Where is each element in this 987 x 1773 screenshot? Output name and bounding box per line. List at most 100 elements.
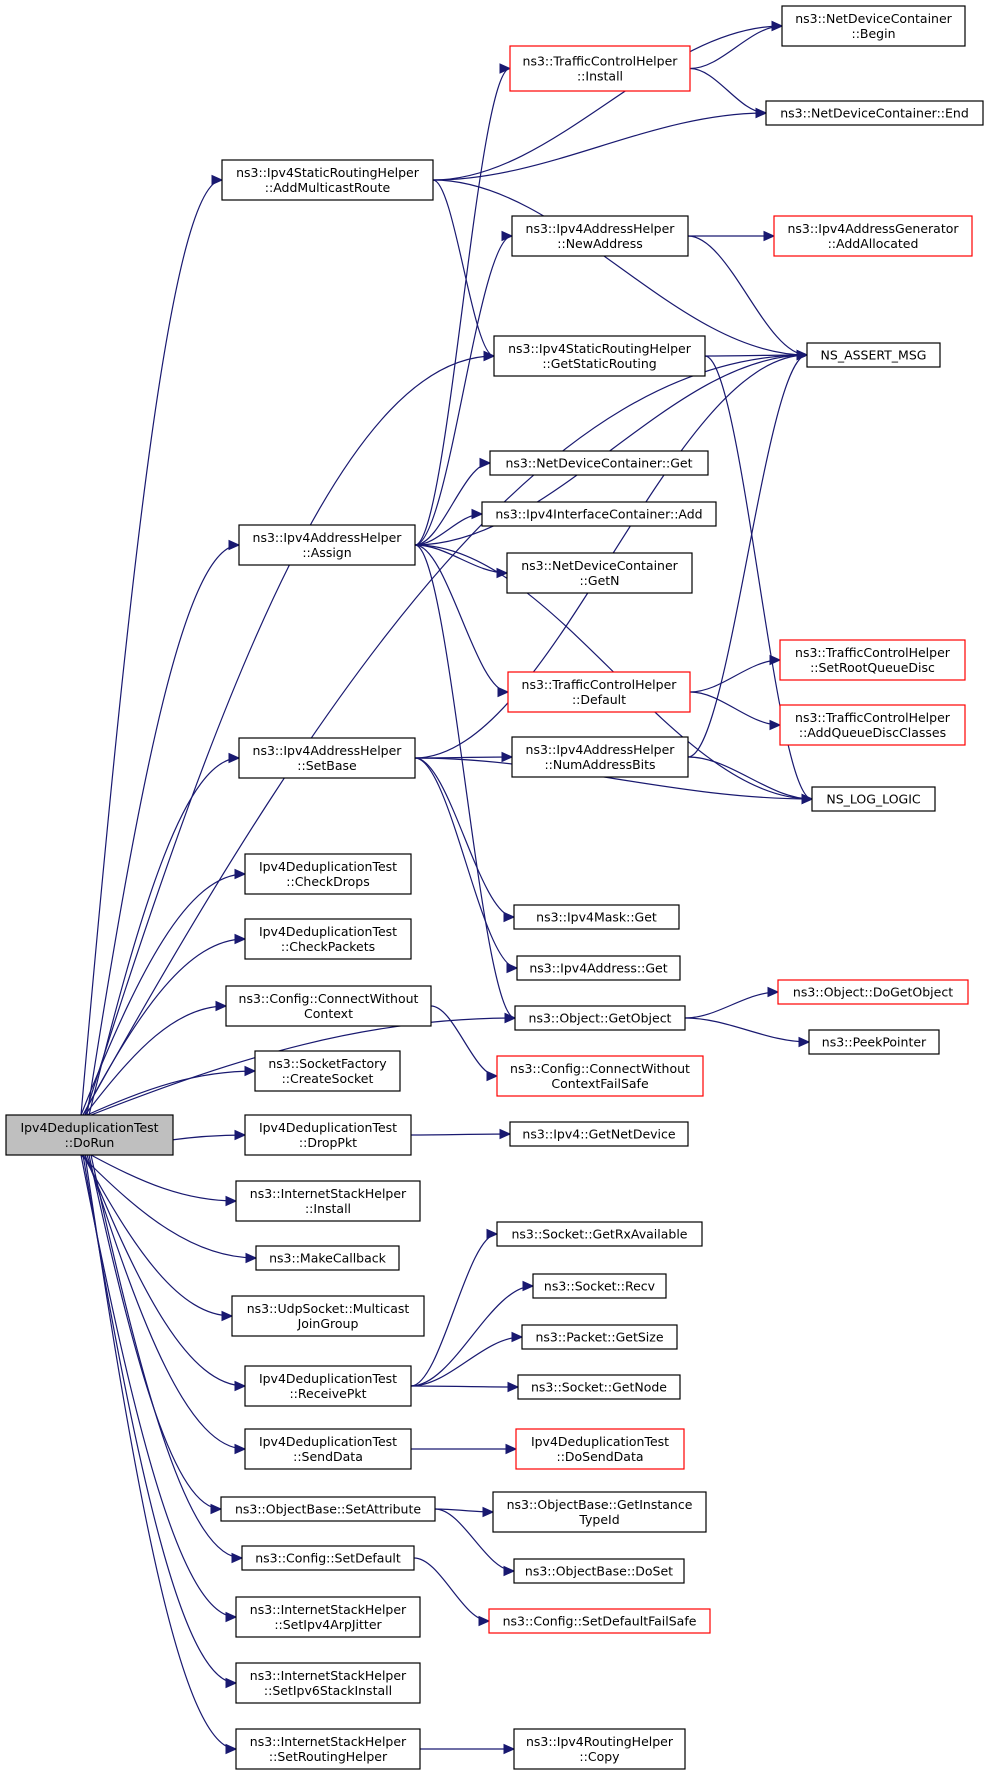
node-label-getrxavail-line-0: ns3::Socket::GetRxAvailable: [511, 1227, 687, 1242]
node-ndc_begin[interactable]: ns3::NetDeviceContainer::Begin: [781, 5, 966, 47]
call-edge-root-to-add_mcast: [80, 179, 223, 1116]
node-label-setdefaultfs-line-0: ns3::Config::SetDefaultFailSafe: [503, 1614, 697, 1629]
call-edge-root-to-setbase: [88, 757, 240, 1116]
node-label-connwoctx-line-1: Context: [304, 1006, 353, 1021]
node-getobject[interactable]: ns3::Object::GetObject: [514, 1005, 686, 1031]
node-box-assert: [806, 342, 941, 368]
node-setbase[interactable]: ns3::Ipv4AddressHelper::SetBase: [238, 737, 416, 779]
arrowhead-root-to-ish_install: [225, 1195, 238, 1207]
node-label-ndc_get-line-0: ns3::NetDeviceContainer::Get: [505, 456, 692, 471]
node-label-arpjitter-line-1: ::SetIpv4ArpJitter: [274, 1617, 382, 1632]
node-addallocated[interactable]: ns3::Ipv4AddressGenerator::AddAllocated: [773, 215, 973, 257]
arrowhead-setbase-to-addr_get: [506, 962, 519, 974]
node-getstatic[interactable]: ns3::Ipv4StaticRoutingHelper::GetStaticR…: [493, 335, 706, 377]
node-getnetdevice[interactable]: ns3::Ipv4::GetNetDevice: [509, 1121, 689, 1147]
node-box-connwoctx: [225, 985, 432, 1027]
node-dogetobject[interactable]: ns3::Object::DoGetObject: [777, 979, 969, 1005]
arrowhead-root-to-setbase: [228, 752, 241, 764]
call-edge-root-to-connwoctx: [84, 1005, 227, 1116]
node-arpjitter[interactable]: ns3::InternetStackHelper::SetIpv4ArpJitt…: [235, 1596, 421, 1638]
node-addr_get[interactable]: ns3::Ipv4Address::Get: [516, 955, 681, 981]
node-tch_install[interactable]: ns3::TrafficControlHelper::Install: [509, 45, 691, 92]
node-assert[interactable]: NS_ASSERT_MSG: [806, 342, 941, 368]
node-box-ndc_end: [765, 100, 984, 126]
node-box-ifc_add: [481, 501, 717, 527]
node-receivepkt[interactable]: Ipv4DeduplicationTest::ReceivePkt: [244, 1365, 412, 1407]
node-setdefault[interactable]: ns3::Config::SetDefault: [241, 1545, 415, 1571]
node-box-tch_default: [507, 671, 691, 713]
node-label-newaddress-line-0: ns3::Ipv4AddressHelper: [526, 221, 676, 236]
call-edge-receivepkt-to-getnode: [410, 1385, 519, 1388]
node-label-ipv6install-line-1: ::SetIpv6StackInstall: [264, 1683, 392, 1698]
arrowhead-setattr-to-doset: [503, 1565, 516, 1577]
node-label-setbase-line-1: ::SetBase: [297, 758, 357, 773]
node-label-mcastjoin-line-0: ns3::UdpSocket::Multicast: [247, 1301, 410, 1316]
arrowhead-tch_install-to-ndc_end: [755, 107, 768, 119]
node-addqdclasses[interactable]: ns3::TrafficControlHelper::AddQueueDiscC…: [779, 704, 966, 746]
call-edge-connwoctx-to-connfailsafe: [430, 1005, 498, 1077]
node-routinghelper[interactable]: ns3::InternetStackHelper::SetRoutingHelp…: [235, 1728, 421, 1770]
arrowhead-root-to-ipv6install: [225, 1677, 238, 1689]
node-label-getinsttype-line-1: TypeId: [578, 1512, 619, 1527]
node-box-getsize: [521, 1324, 678, 1350]
node-newaddress[interactable]: ns3::Ipv4AddressHelper::NewAddress: [511, 215, 689, 257]
node-loglogic[interactable]: NS_LOG_LOGIC: [811, 786, 936, 812]
node-label-connwoctx-line-0: ns3::Config::ConnectWithout: [239, 991, 419, 1006]
node-box-ndc_begin: [781, 5, 966, 47]
node-getrxavail[interactable]: ns3::Socket::GetRxAvailable: [496, 1221, 703, 1247]
node-droppkt[interactable]: Ipv4DeduplicationTest::DropPkt: [244, 1114, 412, 1156]
node-checkpackets[interactable]: Ipv4DeduplicationTest::CheckPackets: [244, 918, 412, 960]
node-box-dogetobject: [777, 979, 969, 1005]
node-ifc_add[interactable]: ns3::Ipv4InterfaceContainer::Add: [481, 501, 717, 527]
node-getsize[interactable]: ns3::Packet::GetSize: [521, 1324, 678, 1350]
node-setattr[interactable]: ns3::ObjectBase::SetAttribute: [220, 1496, 436, 1522]
arrowhead-setdefault-to-setdefaultfs: [478, 1615, 491, 1627]
node-label-mask_get-line-0: ns3::Ipv4Mask::Get: [536, 910, 657, 925]
node-ipv6install[interactable]: ns3::InternetStackHelper::SetIpv6StackIn…: [235, 1662, 421, 1704]
node-makecb[interactable]: ns3::MakeCallback: [255, 1245, 400, 1271]
node-add_mcast[interactable]: ns3::Ipv4StaticRoutingHelper::AddMultica…: [221, 159, 434, 201]
node-box-newaddress: [511, 215, 689, 257]
node-label-ndc_end-line-0: ns3::NetDeviceContainer::End: [780, 106, 969, 121]
node-checkdrops[interactable]: Ipv4DeduplicationTest::CheckDrops: [244, 853, 412, 895]
arrowhead-numaddrbits-to-loglogic: [801, 793, 814, 805]
node-createsocket[interactable]: ns3::SocketFactory::CreateSocket: [254, 1050, 401, 1092]
node-ndc_get[interactable]: ns3::NetDeviceContainer::Get: [489, 450, 709, 476]
node-mask_get[interactable]: ns3::Ipv4Mask::Get: [513, 904, 680, 930]
call-edge-root-to-createsocket: [86, 1070, 256, 1116]
node-doset[interactable]: ns3::ObjectBase::DoSet: [513, 1558, 685, 1584]
node-connfailsafe[interactable]: ns3::Config::ConnectWithoutContextFailSa…: [496, 1055, 704, 1097]
call-edge-numaddrbits-to-loglogic: [687, 756, 813, 800]
node-getnode[interactable]: ns3::Socket::GetNode: [517, 1374, 681, 1400]
node-assign[interactable]: ns3::Ipv4AddressHelper::Assign: [238, 524, 416, 566]
node-label-tch_default-line-0: ns3::TrafficControlHelper: [522, 677, 678, 692]
node-numaddrbits[interactable]: ns3::Ipv4AddressHelper::NumAddressBits: [511, 736, 689, 778]
node-box-getinsttype: [492, 1491, 707, 1533]
node-label-recv-line-0: ns3::Socket::Recv: [544, 1279, 656, 1294]
node-tch_default[interactable]: ns3::TrafficControlHelper::Default: [507, 671, 691, 713]
node-dosenddata[interactable]: Ipv4DeduplicationTest::DoSendData: [515, 1428, 685, 1470]
node-ndc_end[interactable]: ns3::NetDeviceContainer::End: [765, 100, 984, 126]
node-setrootqd[interactable]: ns3::TrafficControlHelper::SetRootQueueD…: [779, 639, 966, 681]
arrowhead-receivepkt-to-getnode: [507, 1381, 520, 1393]
node-label-addqdclasses-line-0: ns3::TrafficControlHelper: [795, 710, 951, 725]
node-label-add_mcast-line-1: ::AddMulticastRoute: [265, 180, 391, 195]
call-edge-root-to-routinghelper: [84, 1154, 237, 1750]
node-recv[interactable]: ns3::Socket::Recv: [532, 1273, 667, 1299]
node-label-mcastjoin-line-1: JoinGroup: [297, 1316, 359, 1331]
node-ndc_getn[interactable]: ns3::NetDeviceContainer::GetN: [506, 552, 693, 594]
node-setdefaultfs[interactable]: ns3::Config::SetDefaultFailSafe: [488, 1608, 711, 1634]
node-ish_install[interactable]: ns3::InternetStackHelper::Install: [235, 1180, 421, 1222]
arrowhead-setbase-to-numaddrbits: [501, 751, 514, 763]
arrowhead-tch_default-to-addqdclasses: [769, 719, 782, 731]
node-label-tch_default-line-1: ::Default: [572, 692, 626, 707]
node-rh_copy[interactable]: ns3::Ipv4RoutingHelper::Copy: [513, 1728, 686, 1770]
node-root[interactable]: Ipv4DeduplicationTest::DoRun: [5, 1114, 174, 1156]
node-label-droppkt-line-0: Ipv4DeduplicationTest: [259, 1120, 397, 1135]
call-edge-setbase-to-mask_get: [414, 757, 515, 918]
node-peekpointer[interactable]: ns3::PeekPointer: [808, 1029, 940, 1055]
node-senddata[interactable]: Ipv4DeduplicationTest::SendData: [244, 1428, 412, 1470]
